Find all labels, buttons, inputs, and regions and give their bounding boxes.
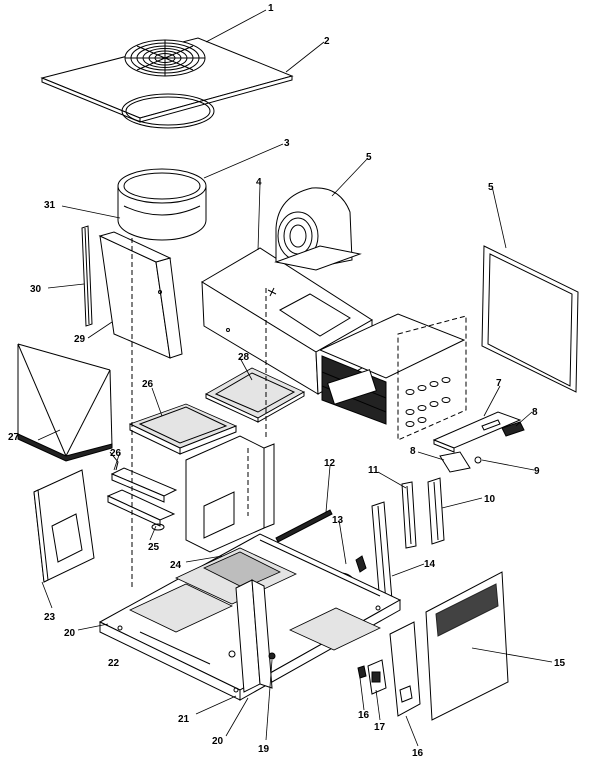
clip-part — [439, 421, 525, 473]
side-panel-right — [481, 245, 579, 393]
limit-switch — [357, 659, 387, 695]
corner-post — [81, 225, 93, 327]
callout-5: 5 — [366, 152, 372, 163]
heat-exchanger — [318, 313, 466, 425]
filter-bracket — [106, 451, 178, 531]
base-rail — [275, 509, 333, 543]
access-panel-left — [33, 469, 95, 583]
callout-29: 29 — [74, 334, 86, 345]
callout-8-left: 8 — [410, 446, 416, 457]
partition-panel — [98, 231, 183, 359]
callout-11: 11 — [368, 465, 379, 476]
callout-13: 13 — [332, 515, 344, 526]
callout-4: 4 — [256, 177, 262, 188]
callout-12: 12 — [324, 458, 336, 469]
callout-22: 22 — [108, 658, 120, 669]
callout-27: 27 — [8, 432, 20, 443]
callout-5-right: 5 — [488, 182, 494, 193]
divider-panel — [185, 435, 275, 553]
callout-26: 26 — [142, 379, 154, 390]
callout-15: 15 — [554, 658, 566, 669]
callout-23: 23 — [44, 612, 56, 623]
front-louver-panel — [425, 571, 509, 721]
callout-19: 19 — [258, 744, 270, 755]
callout-3: 3 — [284, 138, 290, 149]
callout-16-lower: 16 — [412, 748, 424, 759]
callout-labels: 1 2 3 31 4 5 5 30 29 28 26 7 8 8 9 10 11… — [8, 3, 566, 759]
callout-10: 10 — [484, 494, 496, 505]
vertical-bracket — [401, 477, 445, 549]
callout-14: 14 — [424, 559, 436, 570]
screw — [474, 456, 482, 464]
heat-exchanger-panel — [397, 315, 467, 441]
fan-guard-grille — [124, 39, 206, 77]
callout-2: 2 — [324, 36, 330, 47]
callout-26-lower: 26 — [110, 448, 122, 459]
center-post — [228, 579, 276, 693]
orifice-ring — [117, 168, 207, 241]
callout-8: 8 — [532, 407, 538, 418]
callout-31: 31 — [44, 200, 56, 211]
control-bracket — [389, 621, 421, 717]
support-channel — [432, 411, 522, 453]
callout-24: 24 — [170, 560, 182, 571]
callout-20-lower: 20 — [212, 736, 224, 747]
callout-30: 30 — [30, 284, 42, 295]
blower-wheel — [274, 187, 362, 271]
callout-25: 25 — [148, 542, 160, 553]
callout-28: 28 — [238, 352, 250, 363]
callout-9: 9 — [534, 466, 540, 477]
callout-21: 21 — [178, 714, 190, 725]
callout-17: 17 — [374, 722, 386, 733]
callout-16: 16 — [358, 710, 370, 721]
callout-7: 7 — [496, 378, 502, 389]
filter-rack — [17, 343, 113, 462]
filter-pad — [128, 403, 238, 455]
top-cover-panel — [40, 37, 294, 129]
callout-20: 20 — [64, 628, 76, 639]
callout-1: 1 — [268, 3, 274, 14]
assembly-guides — [131, 238, 267, 590]
filter-pad-upper — [205, 367, 305, 423]
leader-lines — [37, 9, 553, 747]
